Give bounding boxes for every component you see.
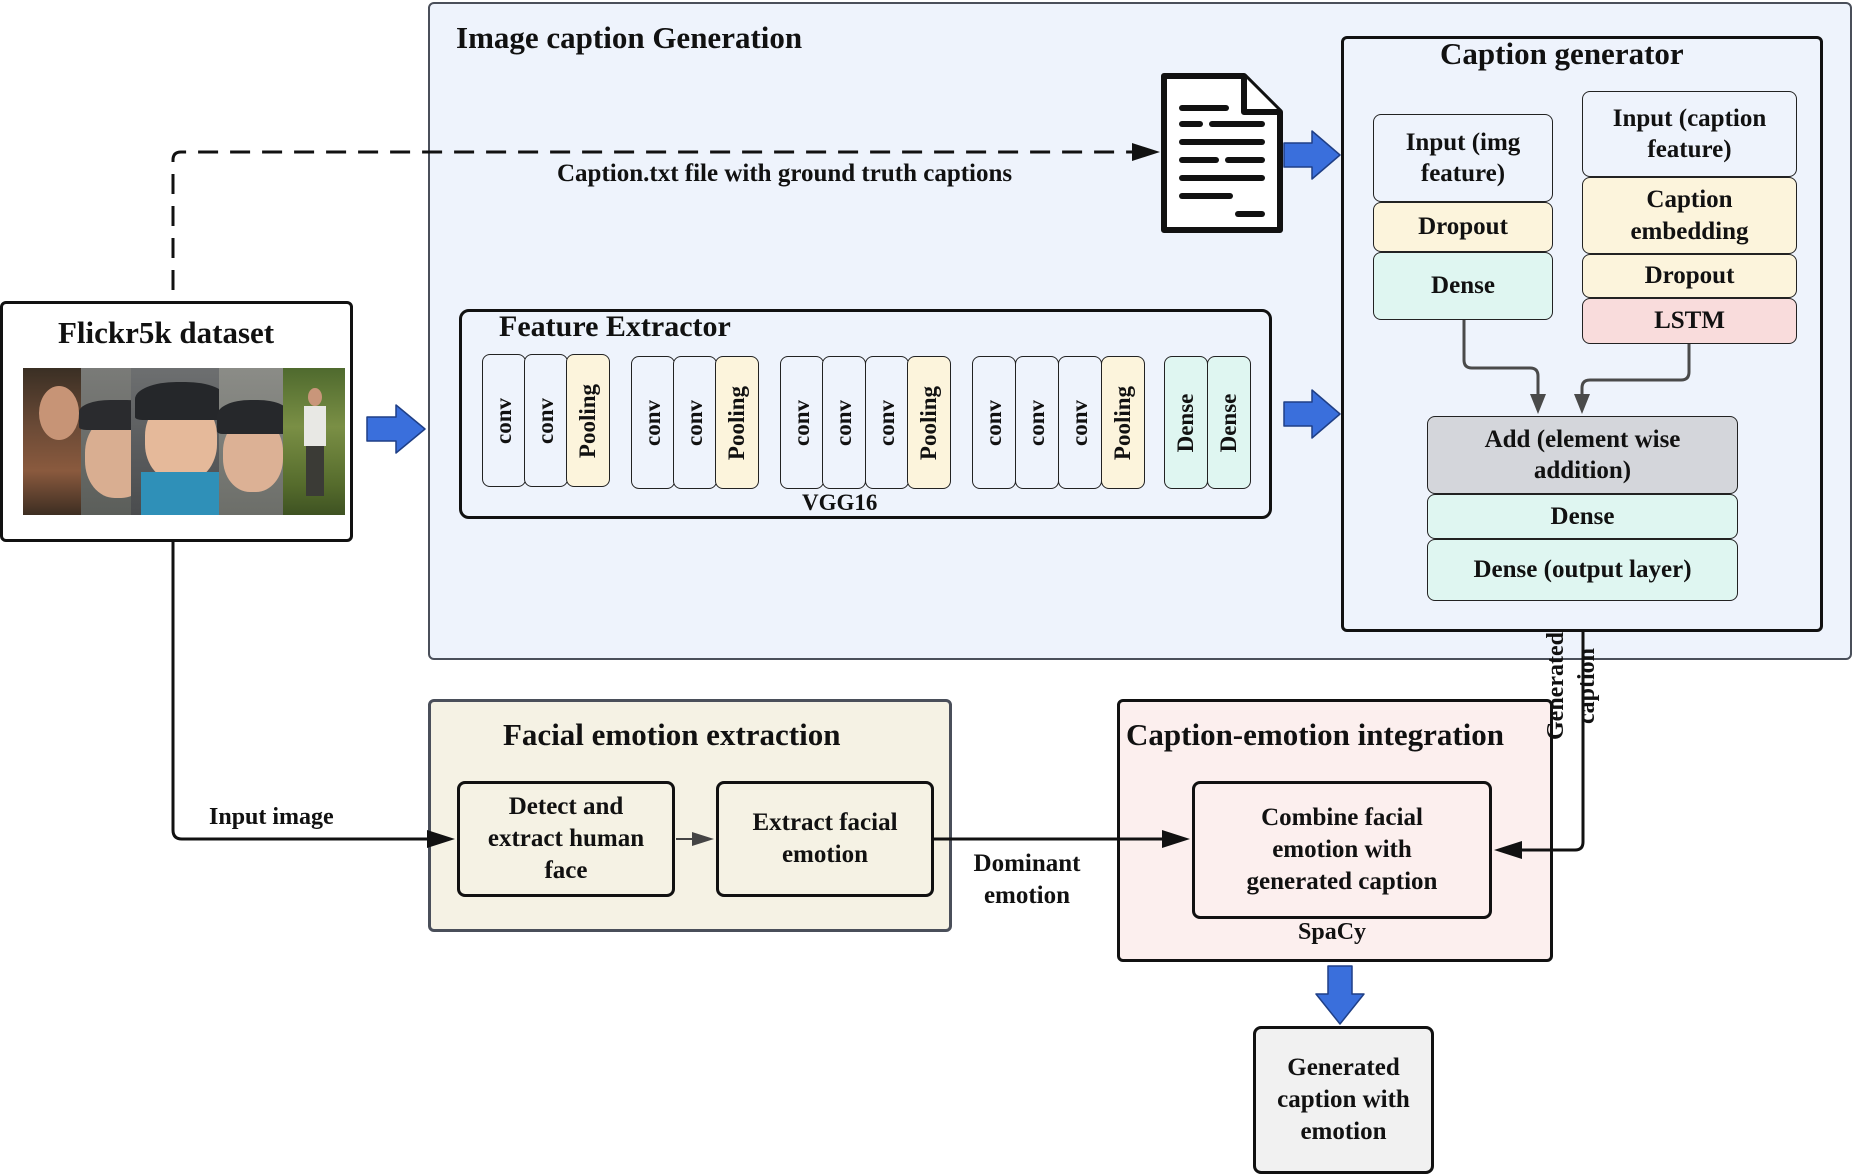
caption-dropout-box: Dropout <box>1582 254 1797 298</box>
pooling-layer: Pooling <box>1101 356 1145 489</box>
blue-arrow-integration-to-output <box>1315 965 1365 1025</box>
pooling-layer: Pooling <box>566 354 610 487</box>
img-dense-to-add-arrow <box>1462 320 1546 414</box>
conv-layer: conv <box>524 354 568 487</box>
document-icon <box>1161 73 1283 233</box>
integration-title: Caption-emotion integration <box>1126 717 1505 752</box>
blue-arrow-dataset-to-extractor <box>366 404 426 454</box>
facial-emotion-title: Facial emotion extraction <box>503 717 841 752</box>
blue-arrow-doc-to-generator <box>1283 130 1341 180</box>
conv-layer: conv <box>1058 356 1102 489</box>
dataset-title: Flickr5k dataset <box>58 315 275 350</box>
dominant-emotion-label: Dominant emotion <box>973 850 1081 909</box>
input-img-feature-box: Input (img feature) <box>1373 114 1553 202</box>
dominant-emotion-arrow <box>934 830 1190 848</box>
pooling-layer: Pooling <box>715 356 759 489</box>
feature-extractor-title: Feature Extractor <box>499 310 731 343</box>
dataset-sample-image <box>23 368 345 515</box>
caption-file-label: Caption.txt file with ground truth capti… <box>557 160 1013 187</box>
input-image-arrow <box>171 542 455 848</box>
combine-box: Combine facial emotion with generated ca… <box>1192 781 1492 919</box>
output-dense-box: Dense (output layer) <box>1427 539 1738 601</box>
dense-layer: Dense <box>1164 356 1208 489</box>
lstm-box: LSTM <box>1582 298 1797 344</box>
pooling-layer: Pooling <box>907 356 951 489</box>
img-dense-box: Dense <box>1373 252 1553 320</box>
image-caption-generation-title: Image caption Generation <box>456 20 803 55</box>
dense-layer: Dense <box>1207 356 1251 489</box>
detect-to-extract-arrow <box>676 832 714 846</box>
final-output-box: Generated caption with emotion <box>1253 1026 1434 1174</box>
generated-caption-arrow <box>1494 632 1585 859</box>
caption-generator-title: Caption generator <box>1440 36 1684 71</box>
merge-dense-box: Dense <box>1427 494 1738 539</box>
input-caption-feature-box: Input (caption feature) <box>1582 91 1797 177</box>
add-elementwise-box: Add (element wise addition) <box>1427 416 1738 494</box>
feature-extractor-box <box>459 309 1272 519</box>
caption-generator-box <box>1341 36 1823 632</box>
conv-layer: conv <box>865 356 909 489</box>
blue-arrow-extractor-to-generator <box>1283 389 1341 439</box>
caption-file-arrow <box>171 143 1160 290</box>
conv-layer: conv <box>631 356 675 489</box>
vgg16-label: VGG16 <box>802 490 878 515</box>
spacy-label: SpaCy <box>1298 919 1367 945</box>
detect-face-box: Detect and extract human face <box>457 781 675 897</box>
img-dropout-box: Dropout <box>1373 202 1553 252</box>
lstm-to-add-arrow <box>1574 344 1691 414</box>
conv-layer: conv <box>972 356 1016 489</box>
extract-emotion-box: Extract facial emotion <box>716 781 934 897</box>
conv-layer: conv <box>673 356 717 489</box>
conv-layer: conv <box>1015 356 1059 489</box>
input-image-label: Input image <box>209 804 334 830</box>
caption-embedding-box: Caption embedding <box>1582 177 1797 254</box>
conv-layer: conv <box>482 354 526 487</box>
